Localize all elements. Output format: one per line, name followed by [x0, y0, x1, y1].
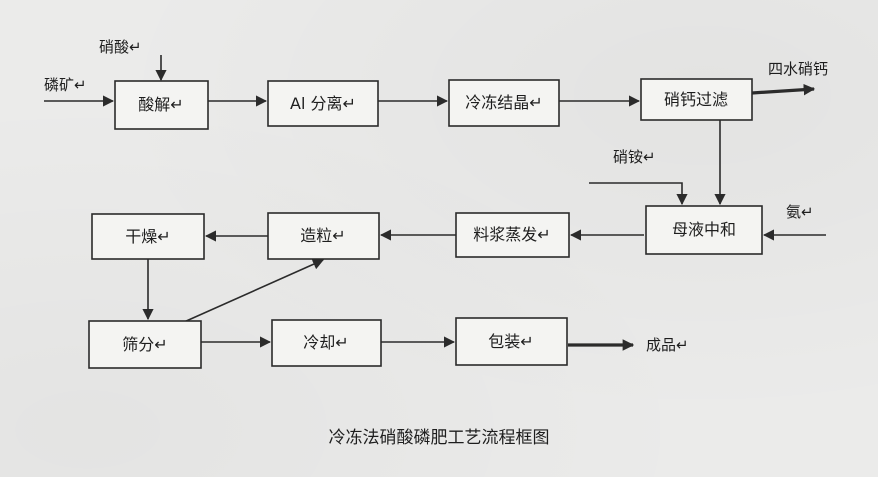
node-al-separation-label: Al 分离↵	[290, 94, 356, 113]
node-packaging: 包装↵	[455, 317, 568, 366]
input-nitric-acid-label: 硝酸↵	[99, 38, 142, 56]
node-granulation: 造粒↵	[267, 212, 380, 260]
figure-caption: 冷冻法硝酸磷肥工艺流程框图	[329, 428, 550, 448]
node-drying-label: 干燥↵	[125, 227, 170, 246]
node-calcium-nitrate-filtration-label: 硝钙过滤	[664, 90, 728, 109]
external-labels: 磷矿↵ 硝酸↵ 硝铵↵ 氨↵ 四水硝钙 成品↵	[44, 38, 828, 354]
node-cooling-label: 冷却↵	[303, 333, 348, 352]
node-mother-liquor-neutralization: 母液中和	[645, 205, 763, 255]
node-slurry-evaporation: 料浆蒸发↵	[455, 212, 570, 258]
node-freeze-crystallization-label: 冷冻结晶↵	[465, 93, 542, 112]
edge-filtration-to-calcium-nitrate-tetrahydrate	[751, 83, 816, 96]
node-acid-decomposition-label: 酸解↵	[138, 95, 183, 114]
edge-screening-recycle-to-granulation	[183, 258, 325, 323]
node-cooling: 冷却↵	[271, 319, 382, 367]
node-packaging-label: 包装↵	[488, 332, 533, 351]
output-finished-product-label: 成品↵	[646, 336, 689, 354]
edge-ammonium-nitrate-to-neutralization	[589, 182, 688, 206]
input-ammonia-label: 氨↵	[786, 203, 814, 221]
process-nodes: 酸解↵ Al 分离↵ 冷冻结晶↵ 硝钙过滤 母液中和 料浆蒸发↵ 造粒↵ 干燥	[88, 78, 763, 369]
node-slurry-evaporation-label: 料浆蒸发↵	[473, 225, 550, 244]
node-al-separation: Al 分离↵	[267, 80, 379, 127]
node-screening-label: 筛分↵	[122, 335, 167, 354]
output-calcium-nitrate-tetrahydrate-label: 四水硝钙	[768, 60, 828, 78]
input-phosphate-rock-label: 磷矿↵	[44, 76, 87, 94]
input-ammonium-nitrate-label: 硝铵↵	[613, 148, 656, 166]
node-granulation-label: 造粒↵	[300, 226, 345, 245]
node-drying: 干燥↵	[91, 213, 205, 260]
flow-edges	[44, 55, 826, 351]
node-acid-decomposition: 酸解↵	[114, 80, 209, 130]
node-screening: 筛分↵	[88, 320, 202, 369]
node-freeze-crystallization: 冷冻结晶↵	[448, 79, 560, 127]
node-mother-liquor-neutralization-label: 母液中和	[672, 220, 736, 239]
node-calcium-nitrate-filtration: 硝钙过滤	[640, 78, 753, 121]
